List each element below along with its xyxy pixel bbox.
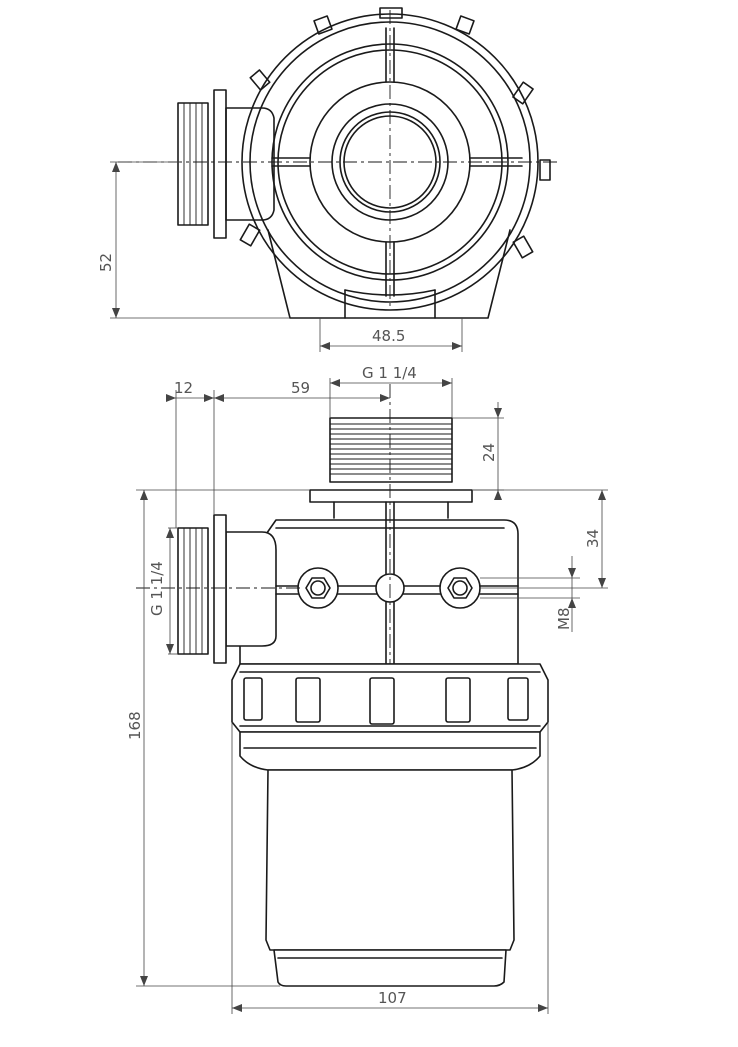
front-view: 12 59 G 1 1/4 24 34 (126, 364, 608, 1014)
top-side-body (225, 107, 275, 221)
dim-24: 24 (452, 402, 504, 500)
top-ribs (271, 27, 523, 297)
dim-side-thread-label: G 1 1/4 (148, 561, 166, 616)
top-lower-block (267, 229, 511, 319)
dim-48-5: 48.5 (319, 318, 463, 352)
dim-m8: M8 (480, 556, 580, 632)
front-side-thread (177, 527, 209, 655)
dim-168-label: 168 (126, 711, 144, 740)
dim-12-59: 12 59 (166, 379, 390, 528)
dim-52-label: 52 (97, 253, 115, 272)
dim-side-thread: G 1 1/4 (148, 527, 178, 655)
dim-107-label: 107 (378, 989, 407, 1007)
front-top-thread (329, 417, 453, 483)
front-side-thread-lines (183, 528, 203, 654)
dim-24-label: 24 (480, 443, 498, 462)
dim-12-label: 12 (174, 379, 193, 397)
front-lock-lugs (243, 677, 529, 725)
dim-168: 168 (126, 489, 310, 987)
front-top-flange (309, 489, 473, 503)
dim-top-thread: G 1 1/4 (329, 364, 453, 418)
top-lugs (239, 7, 551, 259)
top-side-flange (213, 89, 227, 239)
dim-34-label: 34 (584, 529, 602, 548)
front-bowl-collar (239, 731, 541, 771)
dim-m8-label: M8 (555, 608, 573, 631)
front-bowl-base (273, 949, 507, 987)
dim-48-5-label: 48.5 (372, 327, 405, 345)
dim-59-label: 59 (291, 379, 310, 397)
front-bolt-right (439, 567, 481, 609)
front-side-flange (213, 514, 227, 664)
top-view: 52 48.5 (97, 7, 560, 352)
dim-top-thread-label: G 1 1/4 (362, 364, 417, 382)
front-top-thread-lines (330, 423, 452, 475)
top-side-thread (177, 102, 209, 226)
top-side-thread-lines (183, 103, 203, 225)
dim-107: 107 (231, 722, 549, 1014)
front-bowl (265, 769, 515, 951)
dim-52: 52 (97, 161, 290, 319)
front-side-body (225, 531, 277, 647)
front-bolt-left (297, 567, 339, 609)
dim-34: 34 (472, 489, 608, 589)
